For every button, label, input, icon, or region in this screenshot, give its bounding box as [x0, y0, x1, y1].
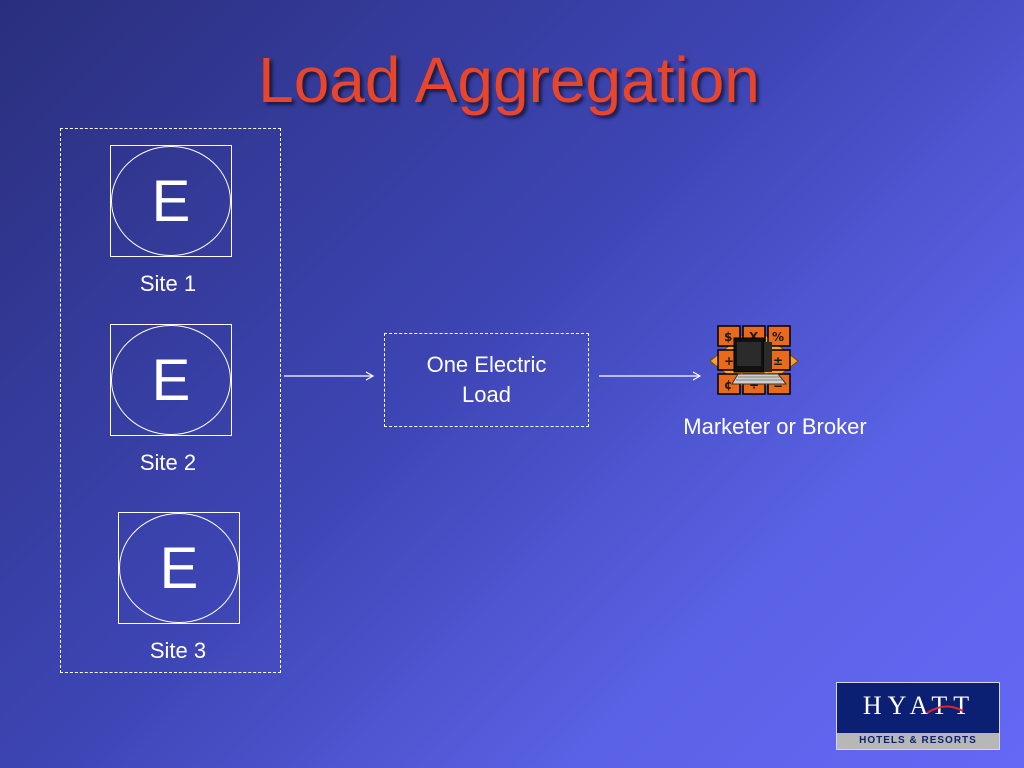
- one-electric-load-box: One Electric Load: [384, 333, 589, 427]
- svg-text:÷: ÷: [749, 378, 759, 392]
- svg-text:+: +: [724, 354, 734, 368]
- svg-text:¢: ¢: [724, 378, 732, 392]
- site-2-circle: E: [111, 325, 231, 435]
- sites-group-box: [60, 128, 281, 673]
- site-1-box: E: [110, 145, 232, 257]
- svg-text:X: X: [749, 330, 759, 344]
- svg-text:%: %: [772, 330, 784, 344]
- site-3-label: Site 3: [149, 638, 207, 663]
- logo-tagline: HOTELS & RESORTS: [837, 733, 999, 749]
- arrow-to-broker: [599, 371, 702, 381]
- svg-text:=: =: [773, 378, 783, 392]
- load-label-line2: Load: [462, 382, 511, 407]
- marketer-broker-label: Marketer or Broker: [683, 414, 867, 439]
- svg-text:$: $: [724, 330, 732, 344]
- site-1-label: Site 1: [139, 271, 197, 296]
- site-3-circle: E: [119, 513, 239, 623]
- logo-wordmark: HYATT: [862, 691, 976, 720]
- arrow-to-load: [284, 371, 375, 381]
- hyatt-logo: HYATT HOTELS & RESORTS: [836, 682, 1000, 750]
- svg-text:±: ±: [773, 354, 783, 368]
- load-label-line1: One Electric: [426, 352, 547, 377]
- site-1-circle: E: [111, 146, 231, 256]
- site-2-box: E: [110, 324, 232, 436]
- logo-arc-icon: [926, 705, 964, 714]
- site-2-label: Site 2: [139, 450, 197, 475]
- calculator-computer-icon: $ X % + ± ¢ ÷ =: [709, 325, 799, 397]
- site-3-box: E: [118, 512, 240, 624]
- slide-title: Load Aggregation: [258, 44, 760, 116]
